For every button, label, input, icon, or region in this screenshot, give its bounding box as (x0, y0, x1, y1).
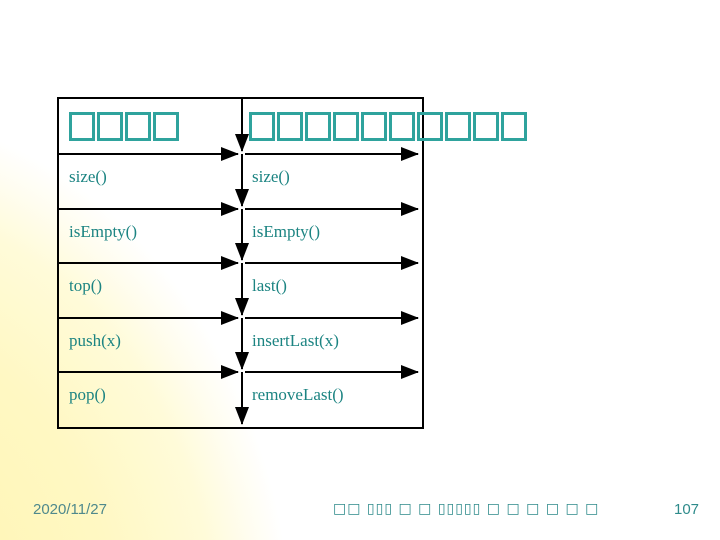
missing-glyph-box (361, 112, 387, 141)
missing-glyph-box (473, 112, 499, 141)
deque-method-insertlast: insertLast(x) (252, 331, 339, 350)
missing-glyph-box (69, 112, 95, 141)
missing-glyph-box (97, 112, 123, 141)
missing-glyph-box (153, 112, 179, 141)
missing-glyph-box (305, 112, 331, 141)
missing-glyph-box (389, 112, 415, 141)
missing-glyph-box (277, 112, 303, 141)
missing-glyph-box (333, 112, 359, 141)
table-header-deque-boxes (249, 112, 529, 141)
deque-method-size: size() (252, 167, 290, 186)
stack-method-size: size() (69, 167, 107, 186)
missing-glyph-box (417, 112, 443, 141)
stack-deque-table: size() size() isEmpty() isEmpty() top() … (57, 97, 527, 429)
stack-method-push: push(x) (69, 331, 121, 350)
table-arrow-lines (59, 99, 419, 425)
stack-method-top: top() (69, 276, 103, 295)
stack-method-pop: pop() (69, 385, 106, 404)
missing-glyph-box (125, 112, 151, 141)
deque-method-last: last() (252, 276, 287, 295)
deque-method-isempty: isEmpty() (252, 222, 320, 241)
missing-glyph-box (249, 112, 275, 141)
deque-method-removelast: removeLast() (252, 385, 344, 404)
footer-page-number: 107 (674, 501, 700, 518)
footer-date: 2020/11/27 (33, 501, 107, 518)
table-header-stack-boxes (69, 112, 181, 141)
stack-method-isempty: isEmpty() (69, 222, 137, 241)
missing-glyph-box (501, 112, 527, 141)
missing-glyph-box (445, 112, 471, 141)
footer-title-missing-glyphs: □□ ▯▯▯ □ □ ▯▯▯▯▯ □ □ □ □ □ □ (333, 501, 600, 517)
